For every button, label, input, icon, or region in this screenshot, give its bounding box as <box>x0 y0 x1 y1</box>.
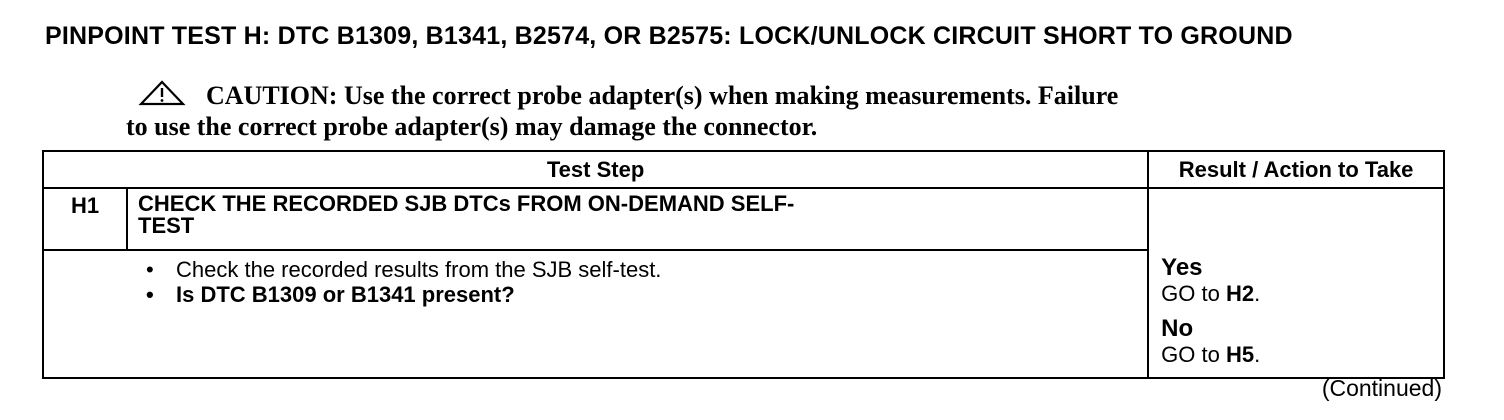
step-title: CHECK THE RECORDED SJB DTCs FROM ON-DEMA… <box>125 186 1150 252</box>
caution-text-line2: to use the correct probe adapter(s) may … <box>126 112 818 141</box>
result-yes-target: H2 <box>1225 281 1255 306</box>
page-title: PINPOINT TEST H: DTC B1309, B1341, B2574… <box>45 22 1293 50</box>
step-body: Check the recorded results from the SJB … <box>41 249 1150 379</box>
result-yes-action: GO to H2. <box>1161 281 1443 306</box>
result-no: No GO to H5. <box>1161 315 1443 368</box>
result-cell: Yes GO to H2. No GO to H5. <box>1147 187 1445 379</box>
caution-label: CAUTION: <box>206 81 338 110</box>
step-title-text: CHECK THE RECORDED SJB DTCs FROM ON-DEMA… <box>138 191 795 238</box>
step-bullet-instruction: Check the recorded results from the SJB … <box>138 257 1147 282</box>
step-bullet-question: Is DTC B1309 or B1341 present? <box>138 282 1147 307</box>
result-yes: Yes GO to H2. <box>1161 254 1443 307</box>
result-yes-action-prefix: GO to <box>1161 281 1220 306</box>
step-title-row: H1 CHECK THE RECORDED SJB DTCs FROM ON-D… <box>42 186 1445 379</box>
caution-notice: CAUTION: Use the correct probe adapter(s… <box>126 80 1326 142</box>
warning-triangle-icon <box>138 80 186 106</box>
caution-text-line1: Use the correct probe adapter(s) when ma… <box>343 81 1119 110</box>
result-no-action-prefix: GO to <box>1161 342 1220 367</box>
result-no-label: No <box>1161 315 1194 342</box>
result-yes-suffix: . <box>1254 281 1261 306</box>
result-no-action: GO to H5. <box>1161 342 1443 367</box>
result-yes-label: Yes <box>1161 254 1203 281</box>
result-no-suffix: . <box>1254 342 1261 367</box>
continued-label: (Continued) <box>1321 375 1442 401</box>
result-no-target: H5 <box>1225 342 1255 367</box>
step-body-row: Check the recorded results from the SJB … <box>41 249 1444 379</box>
header-result-action: Result / Action to Take <box>1147 150 1445 189</box>
step-id: H1 <box>42 186 128 252</box>
table-header-row: Test Step Result / Action to Take <box>41 150 1445 189</box>
test-step-table: Test Step Result / Action to Take H1 CHE… <box>41 150 1445 379</box>
header-test-step: Test Step <box>41 150 1150 189</box>
